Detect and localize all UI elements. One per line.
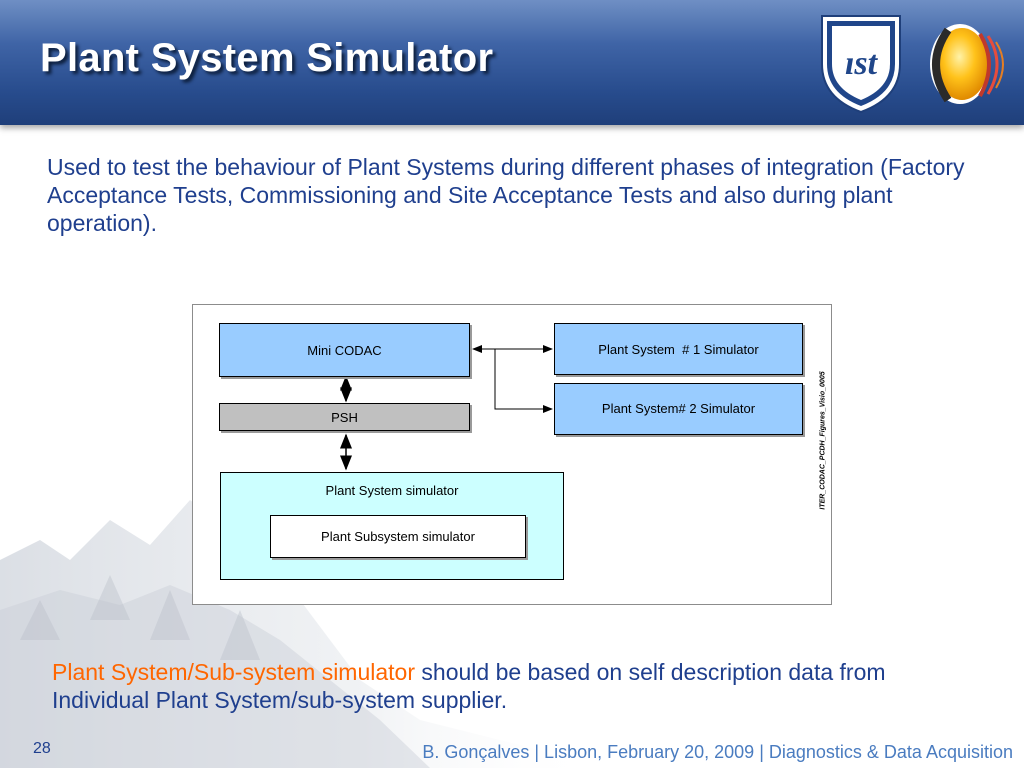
plant-subsystem-simulator-box: Plant Subsystem simulator — [270, 515, 526, 558]
intro-text: Used to test the behaviour of Plant Syst… — [47, 154, 965, 236]
plant-system-2-simulator-label: Plant System# 2 Simulator — [601, 401, 756, 416]
plant-system-2-simulator-box: Plant System# 2 Simulator — [554, 383, 803, 435]
page-number: 28 — [33, 740, 51, 757]
note-text: Plant System/Sub-system simulator should… — [52, 658, 982, 714]
plant-system-1-simulator-label: Plant System # 1 Simulator — [598, 342, 759, 357]
ist-shield-logo-icon: ıst — [821, 15, 901, 114]
mini-codac-box: Mini CODAC — [219, 323, 470, 377]
mini-codac-label: Mini CODAC — [307, 342, 382, 358]
slide-title: Plant System Simulator — [40, 36, 494, 80]
footer-text: B. Gonçalves | Lisbon, February 20, 2009… — [422, 742, 1013, 762]
psh-box: PSH — [219, 403, 470, 431]
note-rest: should be based on self description data… — [52, 659, 886, 713]
psh-label: PSH — [331, 409, 358, 425]
plant-subsystem-simulator-label: Plant Subsystem simulator — [321, 529, 475, 544]
plant-system-1-simulator-box: Plant System # 1 Simulator — [554, 323, 803, 375]
diagram-connectors — [340, 345, 553, 471]
ipfn-sphere-logo-icon — [930, 24, 1004, 104]
plant-system-simulator-label: Plant System simulator — [325, 483, 459, 498]
note-highlight: Plant System/Sub-system simulator — [52, 659, 416, 685]
svg-text:ıst: ıst — [845, 45, 879, 82]
title-bar: Plant System Simulator ıst — [0, 0, 1024, 125]
figure-id-label: ITER_CODAC_PCDH_Figures_Visio_0005 — [819, 371, 827, 510]
simulator-diagram: Mini CODAC PSH Plant System # 1 Simulato… — [192, 304, 832, 605]
